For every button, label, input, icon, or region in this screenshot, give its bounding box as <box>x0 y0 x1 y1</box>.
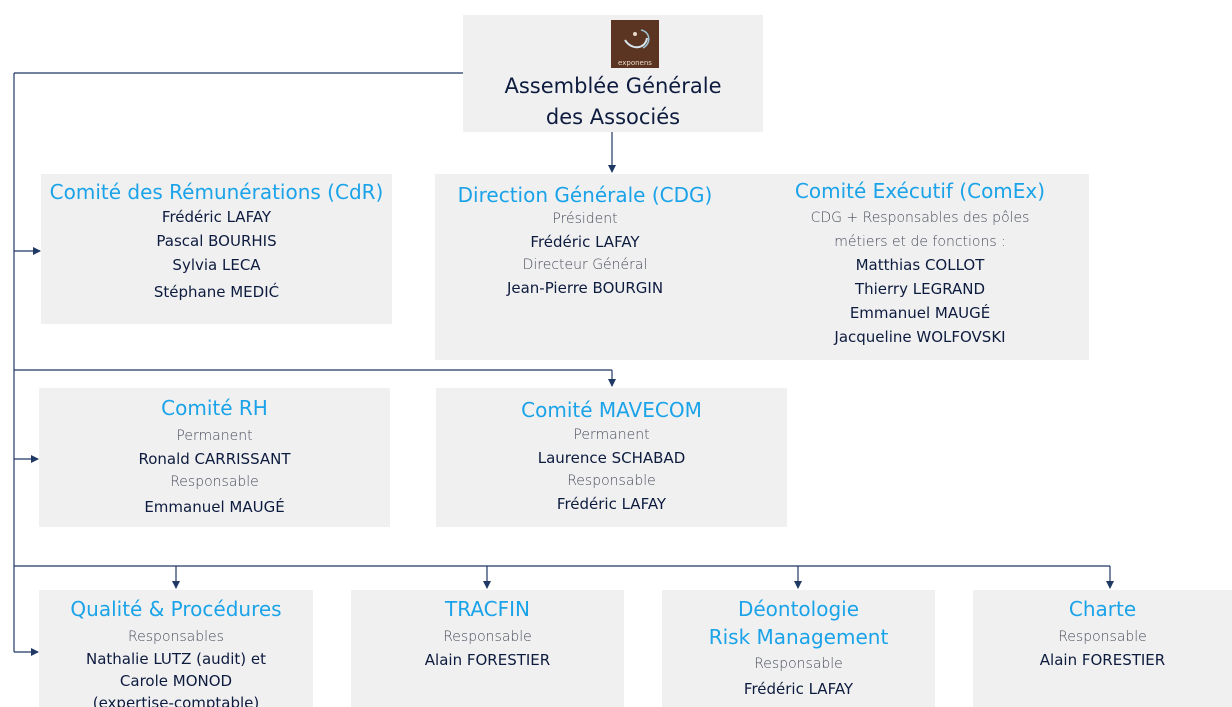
charte-box: Charte Responsable Alain FORESTIER <box>973 590 1232 707</box>
cdg-name: Jean-Pierre BOURGIN <box>506 279 664 297</box>
rh-box: Comité RH Permanent Ronald CARRISSANT Re… <box>39 388 390 527</box>
deonto-role: Responsable <box>754 656 843 672</box>
tracfin-title: TRACFIN <box>445 597 530 621</box>
qualite-box: Qualité & Procédures Responsables Nathal… <box>39 590 313 707</box>
mavecom-box: Comité MAVECOM Permanent Laurence SCHABA… <box>436 388 787 527</box>
mavecom-name: Frédéric LAFAY <box>556 495 667 513</box>
mavecom-title: Comité MAVECOM <box>521 398 702 422</box>
qualite-name: Carole MONOD <box>119 672 233 690</box>
rh-name: Ronald CARRISSANT <box>138 450 291 468</box>
deonto-title-line1: Déontologie <box>737 597 860 621</box>
mavecom-name: Laurence SCHABAD <box>537 449 686 467</box>
comex-section: Comité Exécutif (ComEx) CDG + Responsabl… <box>765 178 1075 349</box>
cdr-member: Stéphane MEDIĆ <box>153 283 280 301</box>
mavecom-role: Responsable <box>567 473 656 489</box>
cdr-member: Frédéric LAFAY <box>161 208 272 226</box>
qualite-title: Qualité & Procédures <box>70 597 282 621</box>
qualite-name: Nathalie LUTZ (audit) et <box>86 650 266 668</box>
qualite-role: Responsables <box>128 629 224 645</box>
cdr-member: Pascal BOURHIS <box>156 232 277 250</box>
tracfin-name: Alain FORESTIER <box>424 651 551 669</box>
comex-member: Emmanuel MAUGÉ <box>849 304 991 322</box>
rh-role: Permanent <box>176 428 253 444</box>
assembly-box: exponens Assemblée Générale des Associés <box>463 15 763 132</box>
cdg-comex-box: Direction Générale (CDG) Président Frédé… <box>435 174 1089 360</box>
comex-desc: métiers et de fonctions : <box>834 234 1006 250</box>
comex-member: Thierry LEGRAND <box>854 280 986 298</box>
mavecom-role: Permanent <box>573 427 650 443</box>
qualite-name: (expertise-comptable) <box>92 694 260 707</box>
cdg-section: Direction Générale (CDG) Président Frédé… <box>455 182 715 300</box>
cdr-box: Comité des Rémunérations (CdR) Frédéric … <box>41 174 392 324</box>
deonto-title-line2: Risk Management <box>708 625 889 649</box>
charte-title: Charte <box>1068 597 1137 621</box>
cdg-title: Direction Générale (CDG) <box>457 183 713 207</box>
charte-name: Alain FORESTIER <box>1039 651 1166 669</box>
tracfin-role: Responsable <box>443 629 532 645</box>
tracfin-box: TRACFIN Responsable Alain FORESTIER <box>351 590 624 707</box>
comex-title: Comité Exécutif (ComEx) <box>794 179 1046 203</box>
comex-member: Jacqueline WOLFOVSKI <box>834 328 1006 346</box>
cdr-title: Comité des Rémunérations (CdR) <box>49 180 384 204</box>
cdg-role: Président <box>552 211 618 227</box>
charte-role: Responsable <box>1058 629 1147 645</box>
assembly-title-line2: des Associés <box>545 105 681 129</box>
deonto-name: Frédéric LAFAY <box>743 680 854 698</box>
assembly-title-line1: Assemblée Générale <box>504 74 722 98</box>
comex-member: Matthias COLLOT <box>855 256 985 274</box>
cdg-name: Frédéric LAFAY <box>530 233 640 251</box>
rh-role: Responsable <box>170 474 259 490</box>
rh-name: Emmanuel MAUGÉ <box>144 498 285 516</box>
rh-title: Comité RH <box>161 396 268 420</box>
cdg-role: Directeur Général <box>522 257 648 273</box>
comex-desc: CDG + Responsables des pôles <box>810 210 1030 226</box>
deonto-box: Déontologie Risk Management Responsable … <box>662 590 935 707</box>
exponens-logo: exponens <box>611 20 659 68</box>
cdr-member: Sylvia LECA <box>172 256 261 274</box>
